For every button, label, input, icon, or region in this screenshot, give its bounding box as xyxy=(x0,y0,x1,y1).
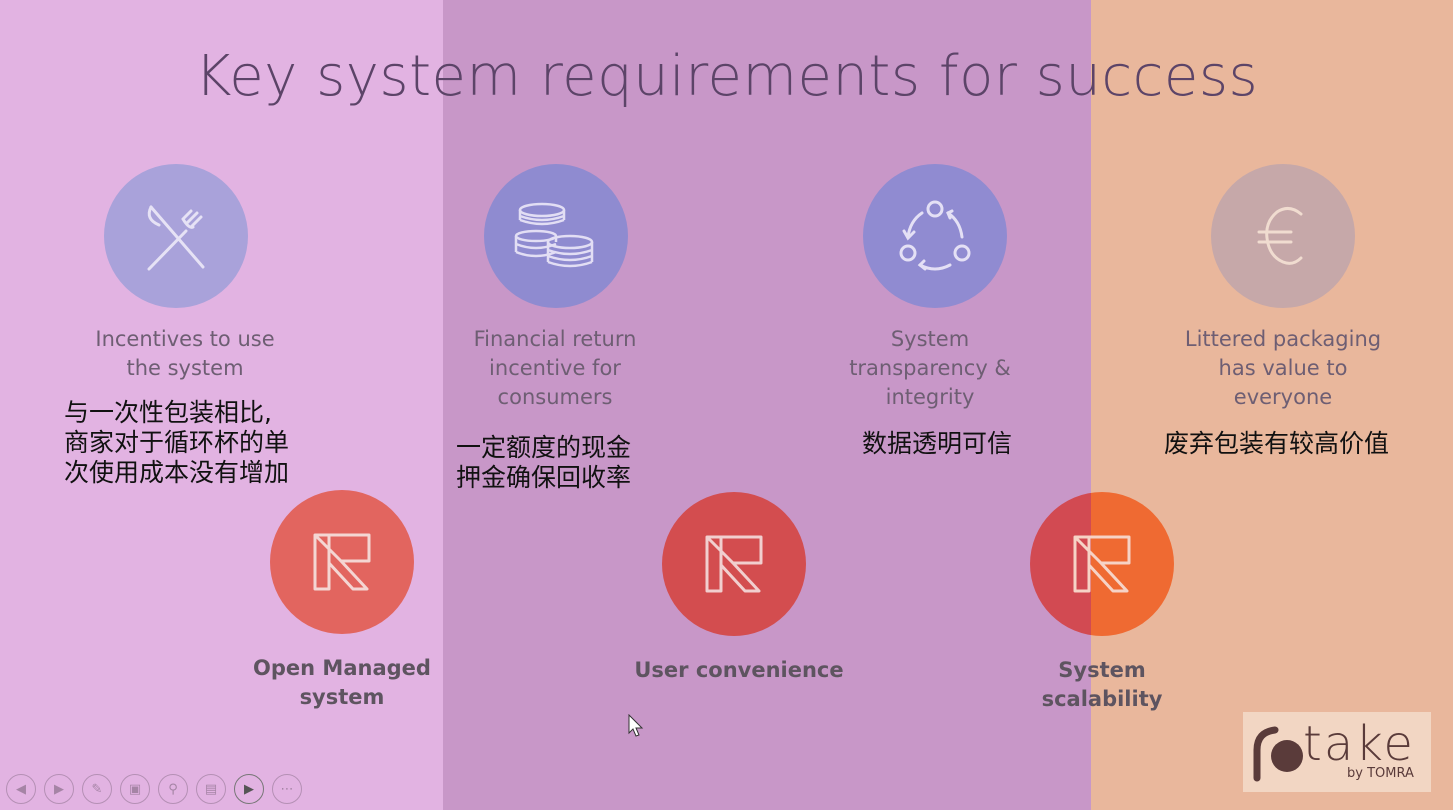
cycle-icon xyxy=(899,200,971,271)
value-label-line-2: has value to xyxy=(1218,356,1348,380)
overlay-band-right xyxy=(1091,0,1453,810)
financial-label-line-2: incentive for xyxy=(489,356,621,380)
annotation-financial-line-2: 押金确保回收率 xyxy=(456,463,632,492)
mouse-cursor-icon xyxy=(628,714,644,737)
transparency-label-line-2: transparency & xyxy=(849,356,1011,380)
value-label: Littered packaging has value to everyone xyxy=(1153,325,1413,412)
cutlery-icon xyxy=(147,205,205,271)
open-managed-label: Open Managed system xyxy=(222,654,462,712)
camera-icon[interactable]: ▶ xyxy=(234,774,264,804)
value-circle xyxy=(1211,164,1355,308)
annotation-transparency-line-1: 数据透明可信 xyxy=(862,429,1013,458)
annotation-incentives: 与一次性包装相比, 商家对于循环杯的单 次使用成本没有增加 xyxy=(64,398,289,488)
annotation-incentives-line-1: 与一次性包装相比, xyxy=(64,398,272,427)
scalability-circle xyxy=(1030,492,1174,636)
rotake-r-icon xyxy=(1073,535,1131,593)
zoom-icon[interactable]: ⚲ xyxy=(158,774,188,804)
euro-icon xyxy=(1257,207,1303,265)
annotation-value-line-1: 废弃包装有较高价值 xyxy=(1164,429,1390,458)
annotation-financial-line-1: 一定额度的现金 xyxy=(456,433,632,462)
logo-text: take xyxy=(1303,716,1415,772)
subtitles-icon[interactable]: ▤ xyxy=(196,774,226,804)
scalability-label: System scalability xyxy=(1002,656,1202,714)
transparency-circle xyxy=(863,164,1007,308)
incentives-circle xyxy=(104,164,248,308)
open-managed-label-line-1: Open Managed xyxy=(253,656,431,680)
financial-label-line-1: Financial return xyxy=(473,327,637,351)
value-label-line-3: everyone xyxy=(1233,385,1333,409)
open-managed-circle xyxy=(270,490,414,634)
financial-label-line-3: consumers xyxy=(497,385,613,409)
presentation-controls: ◀ ▶ ✎ ▣ ⚲ ▤ ▶ ⋯ xyxy=(6,774,302,804)
slide-title: Key system requirements for success xyxy=(194,44,1259,109)
transparency-label-line-3: integrity xyxy=(885,385,975,409)
open-managed-label-line-2: system xyxy=(299,685,385,709)
scalability-label-line-1: System xyxy=(1058,658,1146,682)
more-icon[interactable]: ⋯ xyxy=(272,774,302,804)
next-icon[interactable]: ▶ xyxy=(44,774,74,804)
user-convenience-label: User convenience xyxy=(609,656,869,685)
incentives-label-line-2: the system xyxy=(126,356,244,380)
pen-icon[interactable]: ✎ xyxy=(82,774,112,804)
financial-label: Financial return incentive for consumers xyxy=(430,325,680,412)
annotation-financial: 一定额度的现金 押金确保回收率 xyxy=(456,433,631,493)
coins-icon xyxy=(514,202,594,268)
transparency-label-line-1: System xyxy=(890,327,970,351)
rotake-logo-mark-icon xyxy=(1253,726,1303,782)
annotation-incentives-line-3: 次使用成本没有增加 xyxy=(64,458,290,487)
user-convenience-circle xyxy=(662,492,806,636)
overlay-band-middle xyxy=(443,0,1091,810)
value-label-line-1: Littered packaging xyxy=(1184,327,1382,351)
rotake-r-icon xyxy=(705,535,763,593)
logo-subtext: by TOMRA xyxy=(1347,766,1414,781)
user-convenience-label-line-1: User convenience xyxy=(634,658,844,682)
slides-icon[interactable]: ▣ xyxy=(120,774,150,804)
transparency-label: System transparency & integrity xyxy=(805,325,1055,412)
scalability-label-line-2: scalability xyxy=(1041,687,1163,711)
overlay-band-left xyxy=(0,0,443,810)
rotake-r-icon xyxy=(313,533,371,591)
financial-circle xyxy=(484,164,628,308)
incentives-label: Incentives to use the system xyxy=(60,325,310,383)
rotake-logo: take by TOMRA xyxy=(1243,712,1431,792)
incentives-label-line-1: Incentives to use xyxy=(95,327,275,351)
annotation-value: 废弃包装有较高价值 xyxy=(1164,429,1389,459)
previous-icon[interactable]: ◀ xyxy=(6,774,36,804)
annotation-incentives-line-2: 商家对于循环杯的单 xyxy=(64,428,290,457)
annotation-transparency: 数据透明可信 xyxy=(862,429,1012,459)
